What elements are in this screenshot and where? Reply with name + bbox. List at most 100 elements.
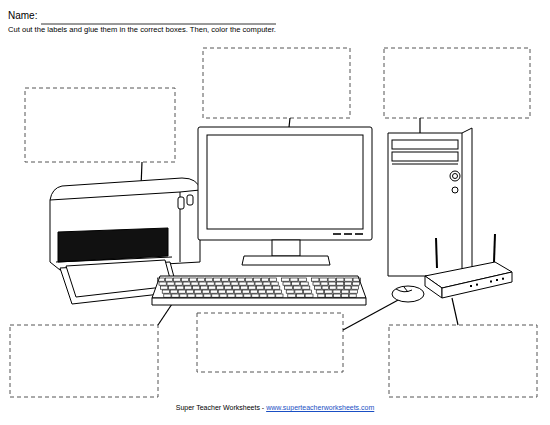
keyboard-key bbox=[239, 282, 246, 285]
monitor-drawing bbox=[198, 127, 372, 265]
keyboard-key bbox=[261, 278, 268, 281]
tower-line bbox=[392, 164, 458, 165]
keyboard-key bbox=[213, 278, 220, 281]
keyboard-key bbox=[258, 290, 265, 293]
keyboard-key bbox=[285, 286, 293, 289]
keyboard-key bbox=[205, 278, 212, 281]
keyboard-key bbox=[311, 278, 319, 281]
instructions-text: Cut out the labels and glue them in the … bbox=[8, 26, 276, 35]
name-field-label: Name: bbox=[8, 10, 37, 22]
tower-edge bbox=[462, 133, 463, 276]
keyboard-key bbox=[194, 290, 201, 293]
keyboard-key bbox=[341, 294, 348, 297]
printer-drawing bbox=[50, 178, 200, 304]
keyboard-key bbox=[244, 294, 251, 297]
keyboard-key bbox=[178, 290, 185, 293]
keyboard-drawing bbox=[152, 276, 366, 305]
keyboard-key bbox=[249, 286, 256, 289]
keyboard-key bbox=[157, 278, 164, 281]
keyboard-key bbox=[193, 286, 200, 289]
keyboard-key bbox=[207, 282, 214, 285]
keyboard-keys bbox=[157, 278, 360, 297]
monitor-button bbox=[355, 233, 363, 235]
keyboard-key bbox=[234, 290, 241, 293]
leader-line bbox=[452, 298, 458, 325]
keyboard-key bbox=[271, 282, 278, 285]
router-light bbox=[502, 278, 504, 280]
keyboard-key bbox=[293, 286, 301, 289]
keyboard-key bbox=[350, 290, 358, 293]
keyboard-key bbox=[225, 286, 232, 289]
keyboard-key bbox=[328, 278, 336, 281]
router-light bbox=[496, 279, 498, 281]
keyboard-front bbox=[152, 298, 366, 305]
keyboard-key bbox=[283, 282, 291, 285]
label-box bbox=[10, 325, 158, 397]
keyboard-key bbox=[353, 278, 361, 281]
keyboard-key bbox=[316, 290, 324, 293]
keyboard-key bbox=[197, 278, 204, 281]
keyboard-key bbox=[181, 278, 188, 281]
footer-link: www.superteacherworksheets.com bbox=[266, 404, 374, 412]
printer-slot bbox=[58, 228, 168, 262]
keyboard-key bbox=[226, 290, 233, 293]
printer-button bbox=[187, 195, 193, 205]
keyboard-key bbox=[159, 282, 166, 285]
keyboard-key bbox=[241, 286, 248, 289]
keyboard-key bbox=[281, 278, 289, 281]
keyboard-key bbox=[274, 290, 281, 293]
keyboard-key bbox=[333, 294, 340, 297]
keyboard-key bbox=[321, 282, 328, 285]
printer-body bbox=[50, 178, 200, 270]
keyboard-key bbox=[199, 282, 206, 285]
keyboard-key bbox=[302, 286, 310, 289]
mouse-wheel bbox=[404, 287, 408, 292]
keyboard-key bbox=[196, 294, 203, 297]
keyboard-key bbox=[223, 282, 230, 285]
keyboard-key bbox=[237, 278, 244, 281]
keyboard-key bbox=[185, 286, 192, 289]
printer-edge bbox=[50, 190, 200, 200]
keyboard-key bbox=[247, 282, 254, 285]
printer-button bbox=[178, 197, 184, 209]
keyboard-key bbox=[242, 290, 249, 293]
keyboard-key bbox=[180, 294, 187, 297]
tower-drawing bbox=[388, 128, 472, 276]
keyboard-key bbox=[296, 294, 304, 297]
keyboard-key bbox=[292, 282, 300, 285]
keyboard-key bbox=[165, 278, 172, 281]
power-button bbox=[450, 171, 460, 181]
label-box bbox=[203, 48, 350, 118]
label-boxes bbox=[10, 48, 537, 397]
router-drawing bbox=[425, 234, 512, 298]
keyboard-key bbox=[341, 290, 349, 293]
keyboard-key bbox=[215, 282, 222, 285]
keyboard-key bbox=[228, 294, 235, 297]
keyboard-key bbox=[325, 290, 333, 293]
keyboard-key bbox=[257, 286, 264, 289]
router-light bbox=[470, 285, 472, 287]
keyboard-key bbox=[209, 286, 216, 289]
leader-line bbox=[419, 118, 420, 133]
keyboard-key bbox=[337, 286, 344, 289]
monitor-base bbox=[242, 256, 330, 265]
monitor-button bbox=[344, 233, 352, 235]
keyboard-key bbox=[189, 278, 196, 281]
keyboard-key bbox=[220, 294, 227, 297]
keyboard-key bbox=[255, 282, 262, 285]
keyboard-key bbox=[202, 290, 209, 293]
keyboard-key bbox=[201, 286, 208, 289]
power-button bbox=[453, 174, 458, 179]
router-light bbox=[476, 284, 478, 286]
keyboard-key bbox=[164, 294, 171, 297]
keyboard-key bbox=[250, 290, 257, 293]
keyboard-key bbox=[183, 282, 190, 285]
keyboard-key bbox=[286, 290, 294, 293]
mouse-drawing bbox=[392, 286, 424, 302]
keyboard-key bbox=[322, 286, 329, 289]
keyboard-key bbox=[161, 286, 168, 289]
keyboard-top bbox=[152, 276, 366, 298]
keyboard-key bbox=[221, 278, 228, 281]
keyboard-key bbox=[315, 286, 322, 289]
keyboard-key bbox=[177, 286, 184, 289]
